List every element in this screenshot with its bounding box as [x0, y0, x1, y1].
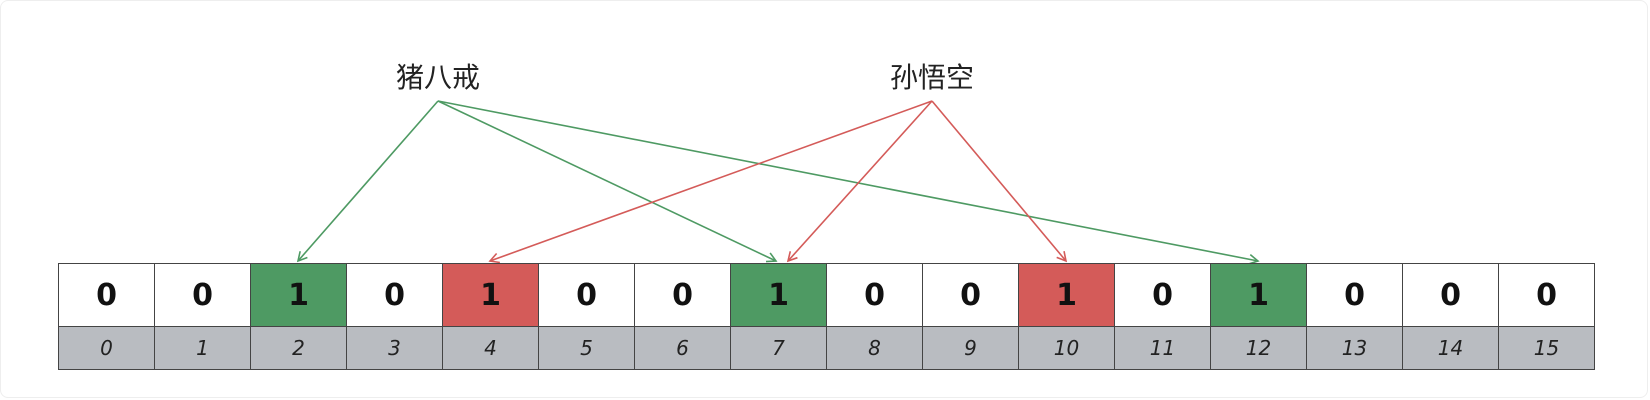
bit-value: 0 [635, 264, 730, 327]
bit-value: 1 [443, 264, 538, 327]
bit-value: 0 [1403, 264, 1498, 327]
bit-index: 2 [251, 327, 346, 369]
bit-value: 0 [827, 264, 922, 327]
bit-index: 4 [443, 327, 538, 369]
bit-index: 6 [635, 327, 730, 369]
bit-index: 14 [1403, 327, 1498, 369]
bit-value: 1 [251, 264, 346, 327]
bit-index: 7 [731, 327, 826, 369]
arrow-a-to-7 [437, 100, 778, 263]
bit-index: 11 [1115, 327, 1210, 369]
label-sun-wukong: 孙悟空 [889, 61, 974, 94]
bit-value: 0 [59, 264, 154, 327]
bit-index: 1 [155, 327, 250, 369]
bit-value: 1 [1019, 264, 1114, 327]
arrow-a-to-12 [437, 100, 1260, 265]
label-zhu-bajie: 猪八戒 [395, 61, 480, 94]
bit-value: 1 [731, 264, 826, 327]
bit-index: 13 [1307, 327, 1402, 369]
arrow-b-to-4 [488, 100, 933, 264]
arrow-b-to-10 [931, 100, 1068, 263]
bit-index: 3 [347, 327, 442, 369]
bit-value: 0 [1115, 264, 1210, 327]
bit-index: 9 [923, 327, 1018, 369]
bit-index: 0 [59, 327, 154, 369]
bit-value: 0 [539, 264, 634, 327]
bit-value: 0 [347, 264, 442, 327]
bit-value: 0 [1307, 264, 1402, 327]
bit-index: 15 [1499, 327, 1594, 369]
bit-value: 0 [1499, 264, 1594, 327]
bit-index: 10 [1019, 327, 1114, 369]
bit-value: 1 [1211, 264, 1306, 327]
bit-index: 5 [539, 327, 634, 369]
bit-value: 0 [923, 264, 1018, 327]
bit-index: 12 [1211, 327, 1306, 369]
arrow-a-to-2 [296, 100, 439, 263]
arrow-b-to-7 [786, 100, 933, 263]
bit-value: 0 [155, 264, 250, 327]
bit-index: 8 [827, 327, 922, 369]
